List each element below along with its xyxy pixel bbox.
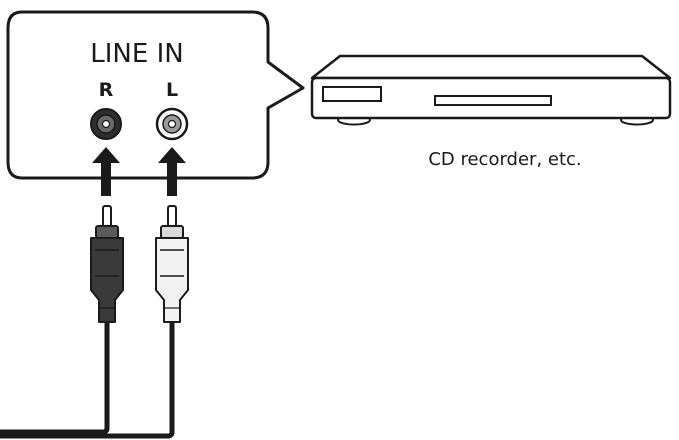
- line-in-callout-panel: [6, 10, 305, 180]
- line-in-label: LINE IN: [90, 39, 183, 69]
- right-channel-label: R: [99, 79, 114, 101]
- right-channel-cable: [0, 322, 110, 435]
- arrow-up-icon: [92, 147, 120, 196]
- rca-plug-dark-icon: [90, 205, 124, 323]
- left-channel-cable: [0, 322, 175, 439]
- left-channel-label: L: [166, 79, 178, 101]
- rca-plug-light-icon: [155, 205, 189, 323]
- arrow-up-icon: [158, 147, 186, 196]
- device-caption: CD recorder, etc.: [428, 149, 581, 170]
- rca-jack-light-icon: [155, 107, 189, 141]
- rca-jack-dark-icon: [90, 108, 122, 140]
- cd-recorder-icon: [310, 54, 672, 126]
